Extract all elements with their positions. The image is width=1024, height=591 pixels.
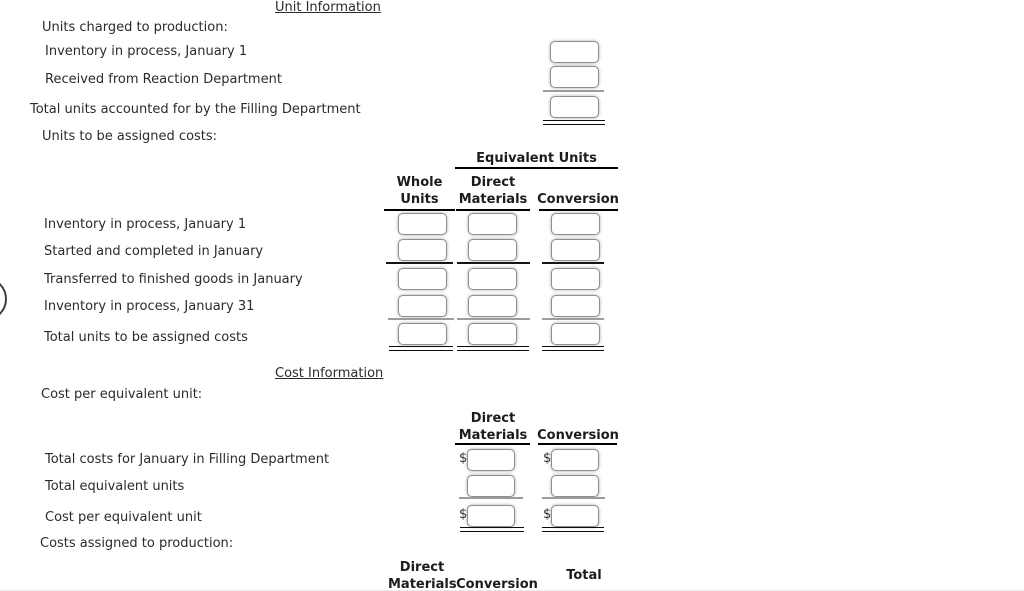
dollar-sign: $ — [459, 507, 468, 522]
cost-double-rule-materials — [460, 527, 524, 532]
cost-row-label: Cost per equivalent unit — [45, 510, 202, 525]
eq-row-label: Transferred to finished goods in January — [44, 272, 303, 287]
units-subtotal-rule — [543, 90, 604, 92]
direct-materials-header-rule — [456, 209, 530, 211]
input-eq-transferred-whole[interactable] — [398, 268, 447, 290]
input-eq-total-conversion[interactable] — [551, 323, 600, 345]
input-total-costs-conversion[interactable] — [551, 449, 599, 471]
units-total-double-rule — [543, 120, 605, 125]
cost-materials-header-rule — [455, 443, 530, 445]
total-accounted-label: Total units accounted for by the Filling… — [30, 102, 361, 117]
cost-row-label: Total equivalent units — [45, 479, 185, 494]
input-cost-per-unit-conversion[interactable] — [551, 505, 599, 527]
eq-row-label: Inventory in process, January 1 — [44, 217, 247, 232]
input-eq-started-completed-whole[interactable] — [398, 239, 447, 261]
input-eq-started-completed-materials[interactable] — [468, 239, 517, 261]
input-eq-inventory-jan1-whole[interactable] — [398, 213, 447, 235]
input-units-received[interactable] — [550, 66, 599, 88]
col-header-direct-materials: Direct Materials — [458, 175, 528, 207]
cost-per-unit-heading: Cost per equivalent unit: — [41, 387, 203, 402]
assigned-col-header-conversion: Conversion — [456, 577, 538, 591]
col-header-whole-units: Whole Units — [396, 175, 443, 207]
input-units-inventory-jan1[interactable] — [550, 41, 599, 63]
cost-col-header-conversion: Conversion — [537, 428, 619, 443]
input-eq-inventory-jan1-conversion[interactable] — [551, 213, 600, 235]
input-eq-total-materials[interactable] — [468, 323, 517, 345]
units-charged-label: Units charged to production: — [42, 20, 228, 35]
dollar-sign: $ — [543, 451, 552, 466]
assigned-col-header-total: Total — [566, 568, 602, 583]
costs-assigned-label: Costs assigned to production: — [40, 536, 234, 551]
dollar-sign: $ — [543, 507, 552, 522]
question-marker-circle — [0, 277, 7, 321]
input-eq-inventory-jan1-materials[interactable] — [468, 213, 517, 235]
input-eq-transferred-materials[interactable] — [468, 268, 517, 290]
input-eq-inventory-jan31-materials[interactable] — [468, 295, 517, 317]
eq-double-rule-whole — [389, 346, 453, 351]
cost-double-rule-conversion — [542, 527, 604, 532]
eq-row-label: Total units to be assigned costs — [44, 330, 248, 345]
eq-double-rule-materials — [457, 346, 529, 351]
eq-row-label: Started and completed in January — [44, 244, 264, 259]
units-assigned-label: Units to be assigned costs: — [42, 129, 218, 144]
input-eq-total-whole[interactable] — [398, 323, 447, 345]
dollar-sign: $ — [459, 451, 468, 466]
cost-col-header-direct-materials: Direct Materials — [458, 411, 528, 443]
eq-subtotal-rule-whole — [386, 262, 453, 264]
input-eq-started-completed-conversion[interactable] — [551, 239, 600, 261]
unit-information-heading: Unit Information — [275, 0, 381, 15]
inventory-jan1-label: Inventory in process, January 1 — [45, 44, 248, 59]
eq-total-rule-conversion — [542, 318, 604, 320]
cost-row-label: Total costs for January in Filling Depar… — [45, 452, 330, 467]
cost-divide-rule-materials — [459, 497, 523, 499]
whole-units-header-rule — [384, 209, 455, 211]
eq-total-rule-whole — [388, 318, 454, 320]
input-total-costs-materials[interactable] — [467, 449, 515, 471]
cost-information-heading: Cost Information — [275, 366, 384, 381]
received-label: Received from Reaction Department — [45, 72, 282, 87]
cost-conversion-header-rule — [538, 443, 617, 445]
input-eq-transferred-conversion[interactable] — [551, 268, 600, 290]
assigned-col-header-direct-materials: Direct Materials — [388, 560, 457, 591]
eq-subtotal-rule-materials — [457, 262, 530, 264]
cost-divide-rule-conversion — [542, 497, 605, 499]
input-total-equiv-units-materials[interactable] — [467, 475, 515, 497]
col-header-conversion: Conversion — [537, 192, 619, 207]
eq-total-rule-materials — [457, 318, 530, 320]
input-cost-per-unit-materials[interactable] — [467, 505, 515, 527]
conversion-header-rule — [539, 209, 618, 211]
input-eq-inventory-jan31-conversion[interactable] — [551, 295, 600, 317]
input-units-total-accounted[interactable] — [550, 96, 599, 118]
eq-row-label: Inventory in process, January 31 — [44, 299, 255, 314]
input-eq-inventory-jan31-whole[interactable] — [398, 295, 447, 317]
input-total-equiv-units-conversion[interactable] — [551, 475, 599, 497]
equivalent-units-title-rule — [455, 167, 618, 169]
eq-subtotal-rule-conversion — [542, 262, 604, 264]
eq-double-rule-conversion — [542, 346, 604, 351]
equivalent-units-title: Equivalent Units — [476, 151, 597, 166]
